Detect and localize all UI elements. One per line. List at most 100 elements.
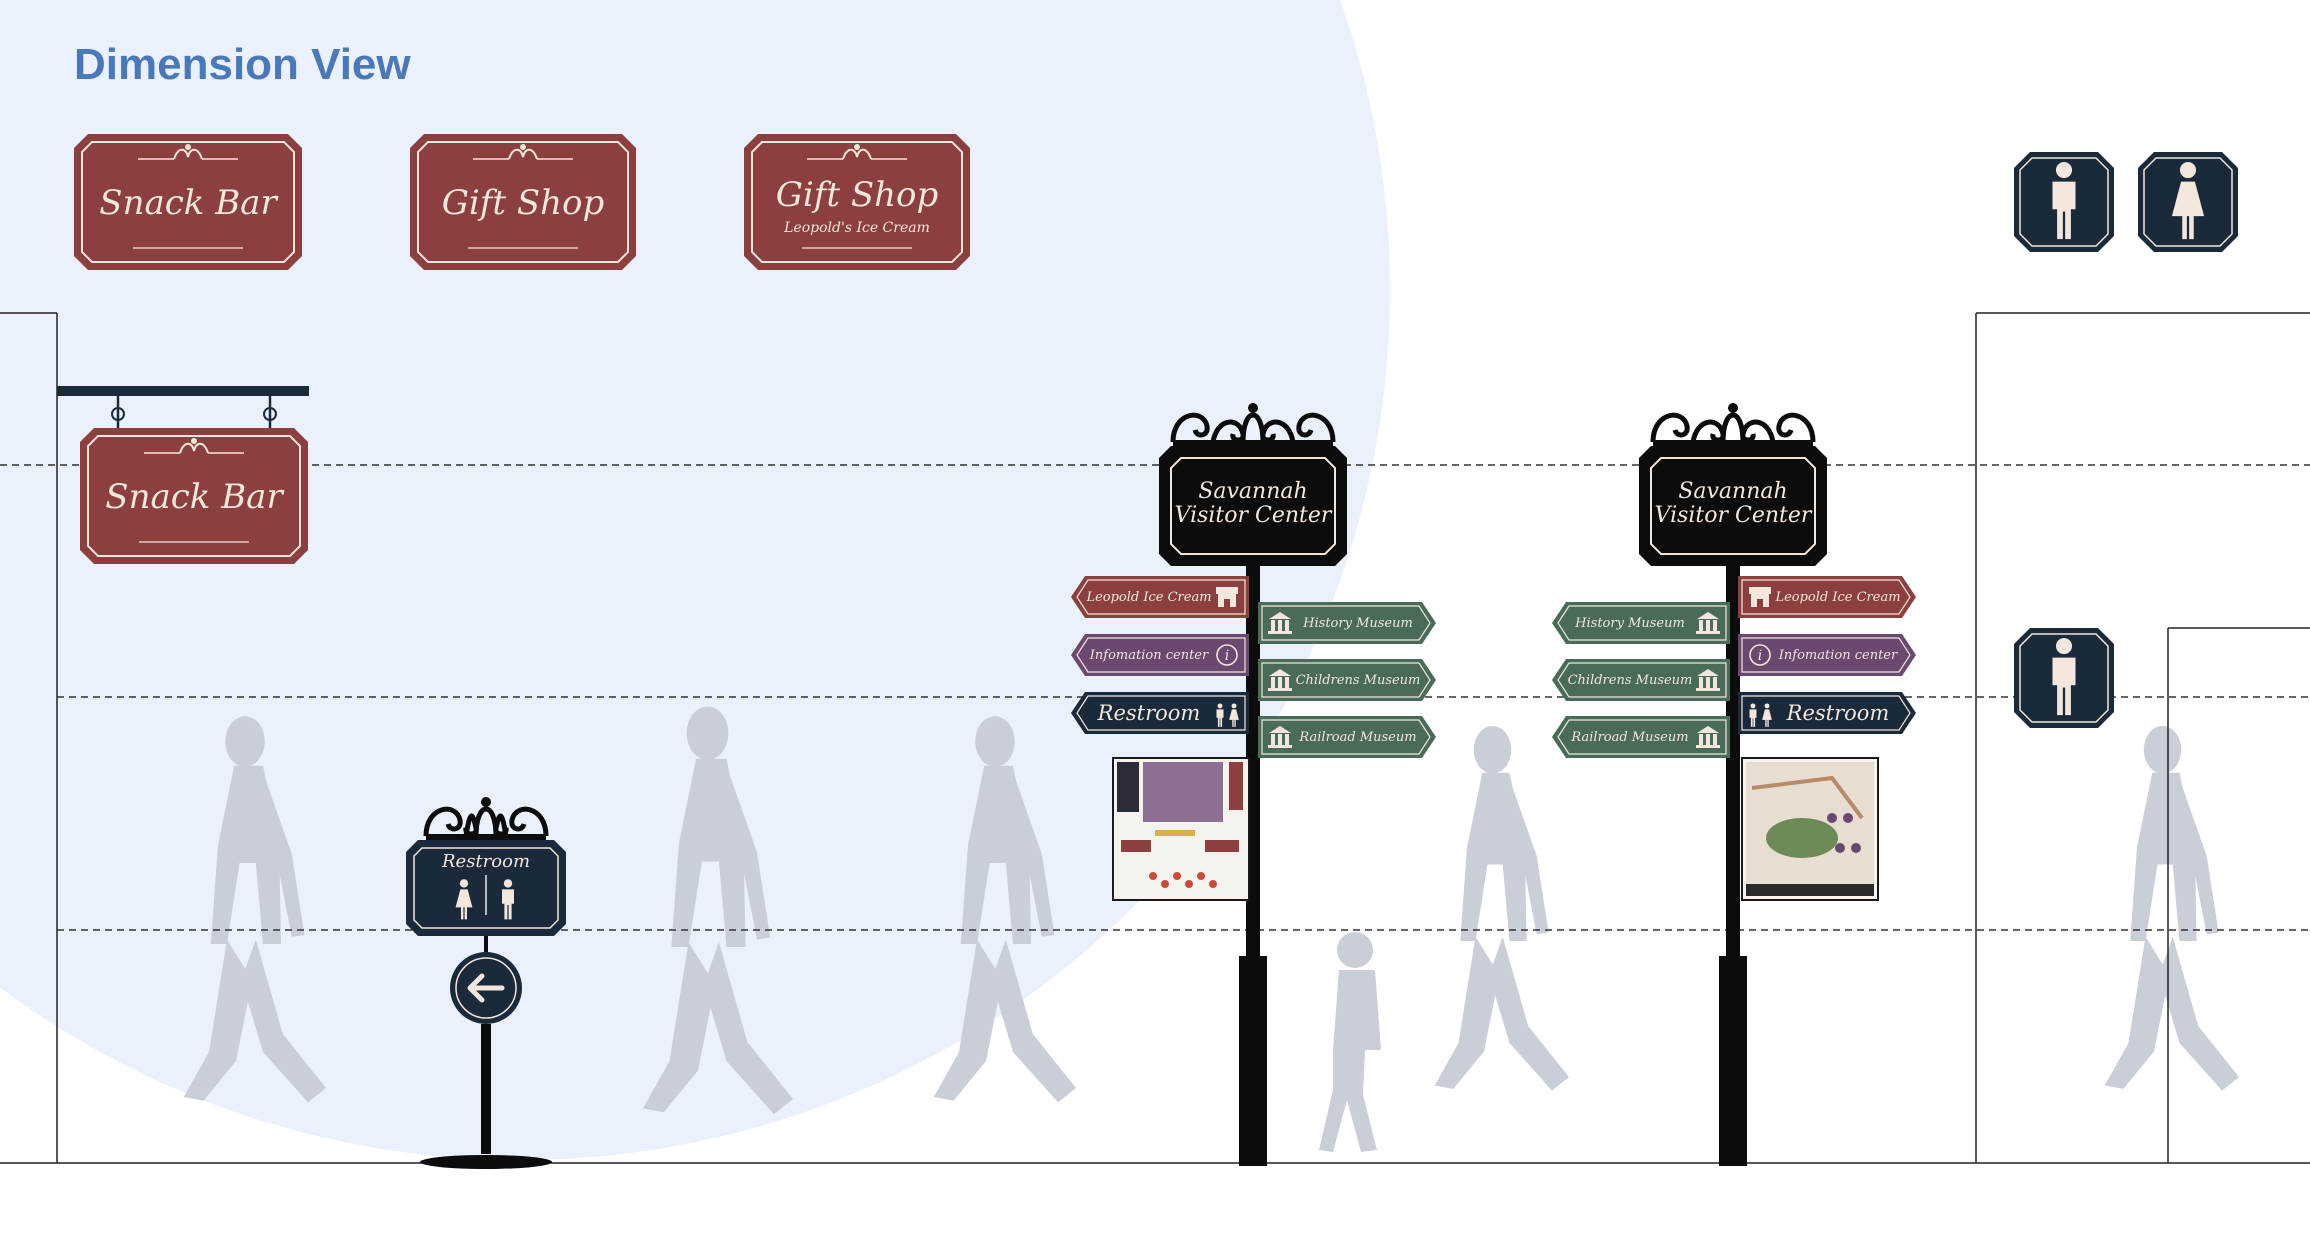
museum-icon <box>1696 669 1720 691</box>
restroom-sign-women-border <box>2143 157 2233 247</box>
restroom-sign-women <box>2138 152 2238 252</box>
silhouette-woman-3-torso <box>1460 772 1527 941</box>
visitor-center-sign-2-right-arrow-1: Leopold Ice Cream <box>1738 576 1916 618</box>
shop-icon <box>1216 587 1238 607</box>
woman-icon <box>455 879 473 920</box>
visitor-center-sign-2-left-arrow-1-label: History Museum <box>1574 616 1685 631</box>
silhouette-woman-1 <box>183 716 326 1103</box>
visitor-center-sign-1-left-arrow-3-border <box>1076 695 1246 731</box>
visitor-center-sign-1-left-arrow-1-label: Leopold Ice Cream <box>1085 590 1211 605</box>
silhouette-woman-2-leg-front <box>991 939 1076 1103</box>
visitor-center-sign-1-map <box>1112 757 1250 901</box>
visitor-center-sign-1-left-arrow-1-board <box>1071 576 1249 618</box>
visitor-center-sign-2-left-arrow-1-border <box>1557 605 1727 641</box>
map-zone-purple <box>1143 762 1223 822</box>
wall-restroom-sign-border <box>2019 633 2109 723</box>
map-marker <box>1209 880 1217 888</box>
visitor-center-sign-1-right-arrow-2: Childrens Museum <box>1258 659 1436 701</box>
page-title: Dimension View <box>74 40 411 89</box>
restroom-post-arrow-ring <box>455 957 517 1019</box>
silhouette-woman-3-leg-back <box>1434 936 1500 1089</box>
visitor-center-sign-2-board <box>1639 446 1827 566</box>
visitor-center-sign-1-right-arrow-3: Railroad Museum <box>1258 716 1436 758</box>
museum-icon <box>1696 726 1720 748</box>
restroom-icon <box>1749 703 1772 727</box>
silhouette-woman-4-leg-front <box>2159 936 2239 1091</box>
museum-icon <box>1268 612 1292 634</box>
visitor-center-sign-1-left-arrow-2-border <box>1076 637 1246 673</box>
restroom-post-pole <box>481 1024 491 1154</box>
silhouette-man-1-head <box>686 706 729 760</box>
silhouette-woman-1-leg-front <box>241 939 326 1103</box>
visitor-center-sign-1-pole-base <box>1239 956 1267 1166</box>
restroom-post-label: Restroom <box>441 851 530 872</box>
top-sign-snack-bar-border <box>81 141 295 263</box>
silhouette-woman-2 <box>933 716 1076 1103</box>
visitor-center-sign-2-line1: Savannah <box>1678 479 1787 504</box>
man-icon <box>2052 638 2076 716</box>
visitor-center-sign-1-left-arrow-3: Restroom <box>1071 692 1249 734</box>
map-marker <box>1197 872 1205 880</box>
silhouette-woman-4 <box>2104 725 2239 1091</box>
info-icon: i <box>1749 644 1771 666</box>
visitor-center-sign-2-border <box>1650 457 1816 555</box>
silhouette-man-1-arm <box>720 771 771 940</box>
map-path-yellow <box>1155 830 1195 836</box>
top-sign-gift-shop-leopold-title: Gift Shop <box>776 175 939 215</box>
visitor-center-sign-2-left-arrow-3-border <box>1557 719 1727 755</box>
top-sign-gift-shop: Gift Shop <box>410 134 636 270</box>
silhouette-woman-4-head <box>2143 725 2182 774</box>
silhouette-woman-3 <box>1434 725 1569 1091</box>
top-sign-gift-shop-border <box>417 141 629 263</box>
silhouette-woman-2-leg-back <box>933 939 1003 1101</box>
crest-ornament-icon <box>423 797 549 840</box>
museum-icon <box>1696 612 1720 634</box>
visitor-center-sign-2-left-arrow-2-board <box>1552 659 1730 701</box>
restroom-post-border <box>413 847 559 929</box>
top-sign-gift-shop-board <box>410 134 636 270</box>
silhouette-woman-3-head <box>1473 725 1512 774</box>
hanging-bracket <box>57 386 309 396</box>
hanging-sign-snack-bar-border <box>87 435 301 557</box>
visitor-center-sign-2-right-arrow-1-board <box>1738 576 1916 618</box>
top-sign-gift-shop-title: Gift Shop <box>442 183 605 223</box>
wall-restroom-sign <box>2014 628 2114 728</box>
visitor-center-sign-1-right-arrow-1-board <box>1258 602 1436 644</box>
silhouette-woman-1-arm <box>257 777 305 937</box>
map-zone-dark <box>1117 762 1139 812</box>
silhouette-woman-4-torso <box>2130 772 2197 941</box>
visitor-center-sign-2-right-arrow-2-board <box>1738 634 1916 676</box>
visitor-center-sign-2-left-arrow-3-board <box>1552 716 1730 758</box>
silhouette-woman-2-head <box>975 716 1015 767</box>
visitor-center-sign-2-right-arrow-3-border <box>1741 695 1911 731</box>
map-zone-maroon <box>1229 762 1243 810</box>
visitor-center-sign-1-right-arrow-2-border <box>1261 662 1431 698</box>
silhouette-woman-3-arm <box>1504 783 1549 935</box>
restroom-sign-men-border <box>2019 157 2109 247</box>
ornament-icon <box>473 144 573 160</box>
silhouette-woman-1-leg-back <box>183 939 253 1101</box>
top-sign-gift-shop-leopold-border <box>751 141 963 263</box>
visitor-center-sign-2-left-arrow-2-border <box>1557 662 1727 698</box>
hanging-ring-right <box>263 407 277 421</box>
top-sign-snack-bar-board <box>74 134 302 270</box>
top-sign-snack-bar: Snack Bar <box>74 134 302 270</box>
visitor-center-sign-2-left-arrow-2: Childrens Museum <box>1552 659 1730 701</box>
visitor-center-sign-2-left-arrow-3: Railroad Museum <box>1552 716 1730 758</box>
museum-icon <box>1268 726 1292 748</box>
visitor-center-sign-1-border <box>1170 457 1336 555</box>
visitor-center-sign-1-line2: Visitor Center <box>1175 503 1333 528</box>
visitor-center-sign-2-right-arrow-1-label: Leopold Ice Cream <box>1774 590 1900 605</box>
silhouette-child <box>1319 932 1381 1152</box>
map-zone-maroon-2 <box>1121 840 1151 852</box>
map-zone-maroon-3 <box>1205 840 1239 852</box>
map-marker <box>1851 843 1861 853</box>
map-marker <box>1185 880 1193 888</box>
map-marker <box>1173 872 1181 880</box>
visitor-center-sign-2-pole-base <box>1719 956 1747 1166</box>
